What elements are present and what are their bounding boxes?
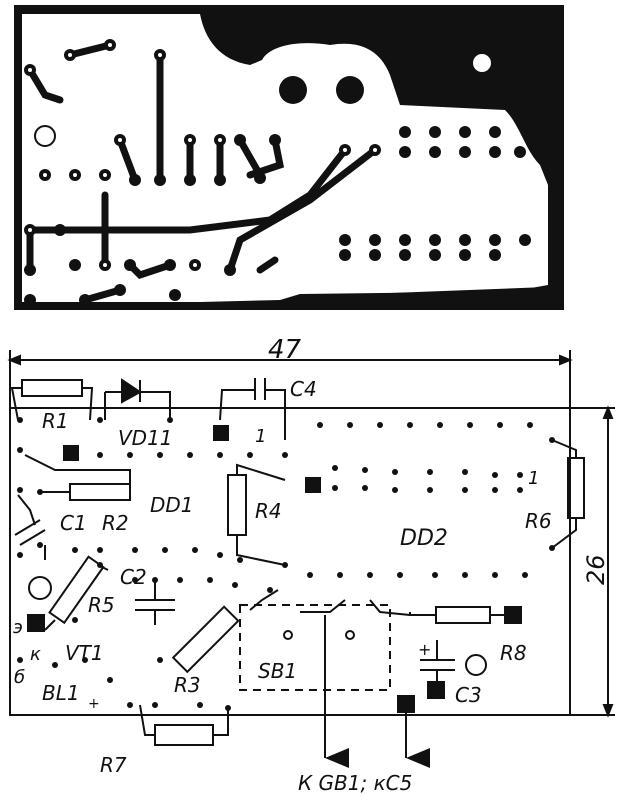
traces — [26, 41, 564, 304]
label-pin1-right: 1 — [528, 468, 539, 489]
label-pin1-dd2: 1 — [255, 426, 266, 447]
label-collector: к — [30, 644, 41, 665]
copper-trace-view — [14, 5, 564, 310]
sb1-outline — [239, 604, 391, 691]
r7-body — [154, 724, 214, 746]
vd11-leads — [104, 391, 171, 420]
c4-pad-square — [213, 425, 229, 441]
vt1-hole — [28, 576, 52, 600]
label-c1: C1 — [60, 511, 87, 535]
r8-body — [435, 606, 491, 624]
labels: 47 26 R1 VD11 C4 1 DD1 C1 R2 R4 DD2 1 R6… — [13, 335, 610, 795]
label-plus-c3: + — [418, 640, 431, 659]
r2-body — [69, 483, 131, 501]
label-c4: C4 — [290, 377, 317, 401]
pad-large-1 — [279, 76, 307, 104]
label-r8: R8 — [500, 641, 527, 665]
mount-hole-tr — [471, 52, 493, 74]
dd2-pad-square — [305, 477, 321, 493]
label-emitter: э — [13, 617, 23, 638]
label-r3: R3 — [174, 673, 201, 697]
label-r6: R6 — [525, 509, 552, 533]
connector-pad-square — [397, 695, 415, 713]
label-plus-bl1: + — [88, 696, 100, 712]
pad-large-2 — [336, 76, 364, 104]
component-holes — [17, 417, 555, 711]
label-vt1: VT1 — [65, 641, 104, 665]
label-vd11: VD11 — [118, 426, 173, 450]
label-c3: C3 — [455, 683, 482, 707]
r3-body — [171, 605, 240, 674]
label-r1: R1 — [42, 409, 69, 433]
label-c2: C2 — [120, 565, 147, 589]
c3-pad-square — [427, 681, 445, 699]
dd2-pads-top — [339, 126, 531, 261]
mount-hole-l — [34, 125, 56, 147]
label-dd2: DD2 — [400, 526, 448, 551]
vd11-body — [121, 378, 142, 404]
label-r2: R2 — [102, 511, 129, 535]
label-dd1: DD1 — [150, 493, 194, 517]
label-r7: R7 — [100, 753, 127, 777]
r8-pad-square — [504, 606, 522, 624]
component-view — [7, 350, 615, 768]
label-bl1: BL1 — [42, 681, 80, 705]
label-base: б — [14, 667, 25, 688]
dim-height-label: 26 — [582, 554, 610, 585]
board-outline — [9, 407, 571, 716]
label-r5: R5 — [88, 593, 115, 617]
r5-body — [48, 555, 105, 625]
dim-width-label: 47 — [268, 335, 302, 365]
r4-body — [227, 474, 247, 536]
label-connection: К GB1; кC5 — [298, 771, 412, 795]
vt1-pad-square — [27, 614, 45, 632]
r1-body — [21, 379, 83, 397]
c4-leads — [219, 389, 286, 440]
label-sb1: SB1 — [258, 659, 297, 683]
pad-holes — [28, 43, 377, 267]
c3-hole — [465, 654, 487, 676]
label-r4: R4 — [255, 499, 282, 523]
dd1-pad-square — [63, 445, 79, 461]
